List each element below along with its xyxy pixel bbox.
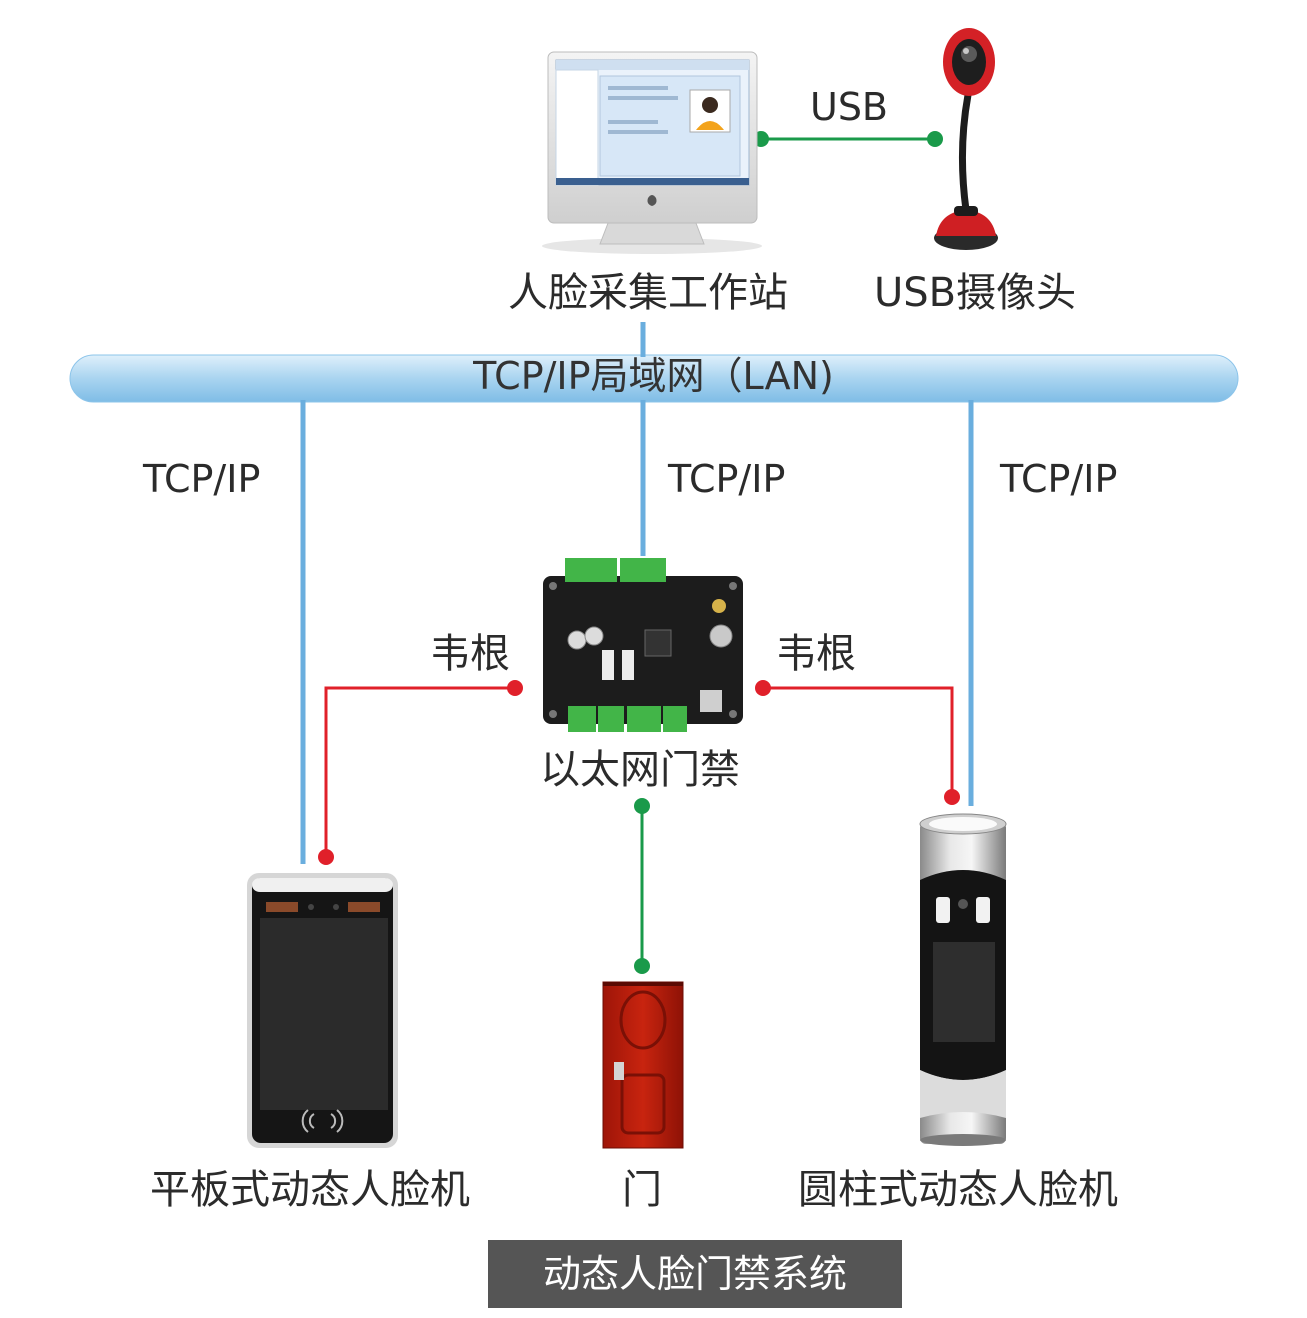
wiegand-right-dot-controller	[755, 680, 771, 696]
pillar-terminal-label: 圆柱式动态人脸机	[798, 1167, 1118, 1213]
workstation-label: 人脸采集工作站	[508, 270, 788, 316]
lan-label: TCP/IP局域网（LAN)	[473, 354, 834, 398]
wiegand-right-line	[763, 686, 954, 797]
wiegand-right-dot-pillar	[944, 789, 960, 805]
tcpip-left-label: TCP/IP	[143, 457, 261, 501]
usb-link-label: USB	[810, 85, 889, 129]
usb-camera-label: USB摄像头	[874, 270, 1077, 316]
controller-label: 以太网门禁	[540, 747, 740, 793]
door-dot-controller	[634, 798, 650, 814]
wiegand-left-dot-controller	[507, 680, 523, 696]
tablet-terminal-label: 平板式动态人脸机	[150, 1167, 470, 1213]
wiegand-left-label: 韦根	[430, 631, 510, 677]
footer-title: 动态人脸门禁系统	[488, 1240, 902, 1308]
door-icon	[602, 981, 684, 1149]
wiegand-right-label: 韦根	[776, 631, 856, 677]
usb-camera-icon	[934, 28, 998, 250]
controller-board-icon	[543, 558, 743, 732]
door-dot-door	[634, 958, 650, 974]
tcpip-right-label: TCP/IP	[1000, 457, 1118, 501]
pillar-terminal-icon	[919, 813, 1007, 1146]
wiegand-left-line	[324, 686, 515, 857]
door-label: 门	[622, 1167, 662, 1213]
wiegand-left-dot-tablet	[318, 849, 334, 865]
tablet-terminal-icon	[247, 873, 398, 1148]
workstation-monitor-icon	[542, 51, 762, 254]
lan-bus	[69, 354, 1239, 403]
usb-dot-right	[927, 131, 943, 147]
tcpip-center-label: TCP/IP	[668, 457, 786, 501]
